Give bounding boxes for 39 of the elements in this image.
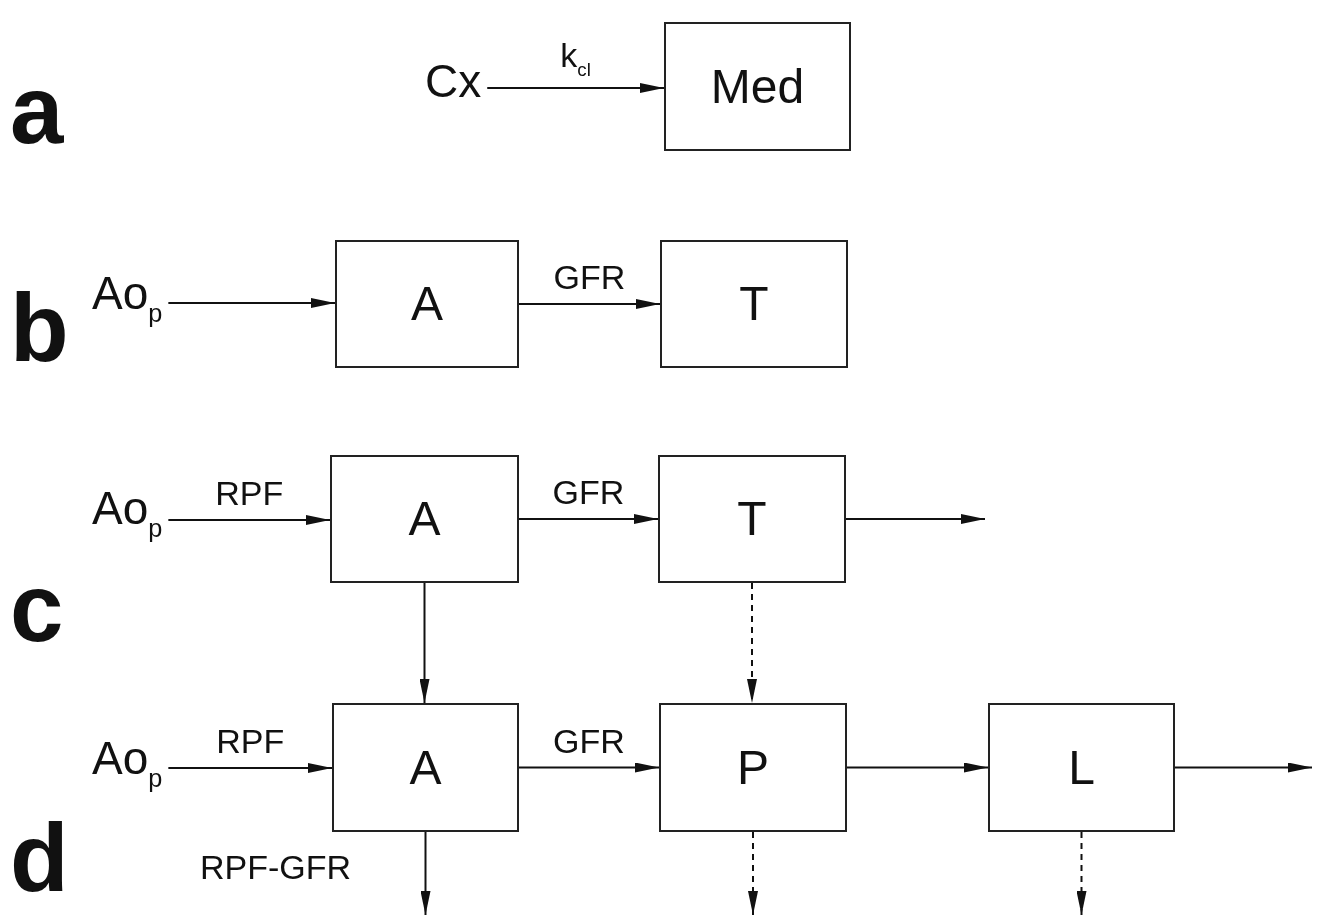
box-label: T: [739, 280, 769, 328]
process-box: [988, 703, 1175, 832]
panel-letter: a: [10, 62, 64, 158]
node-label: Cx: [425, 58, 482, 104]
arrow: [167, 515, 331, 525]
arrow: [846, 762, 989, 773]
arrow: [518, 514, 659, 524]
process-box: [335, 240, 519, 368]
arrow: [518, 299, 661, 309]
process-box: [658, 455, 846, 583]
arrow: [486, 83, 665, 93]
node-label: Ao$_{p}$: [92, 485, 163, 541]
node-label: Ao$_{p}$: [92, 270, 163, 326]
arrow: [518, 762, 660, 773]
box-label: T: [737, 495, 767, 543]
box-label: A: [409, 743, 442, 792]
arrow: [1174, 762, 1313, 773]
arrow: [748, 831, 758, 916]
panel-letter: c: [10, 560, 64, 656]
arrow: [419, 582, 430, 704]
box-label: P: [737, 743, 769, 792]
box-label: A: [408, 495, 441, 543]
process-box: [332, 703, 519, 832]
arrow: [747, 582, 757, 704]
box-label: L: [1068, 743, 1095, 792]
box-label: Med: [710, 62, 805, 111]
node-label: Ao$_{p}$: [92, 735, 163, 791]
process-box: [664, 22, 851, 151]
arrow: [845, 514, 986, 524]
panel-letter: d: [10, 810, 69, 906]
arrow: [167, 298, 336, 308]
process-box: [660, 240, 848, 368]
arrow: [167, 763, 333, 773]
box-label: A: [411, 280, 443, 328]
process-box: [659, 703, 847, 832]
arrow: [1076, 831, 1087, 916]
process-box: [330, 455, 519, 583]
arrow: [420, 831, 431, 916]
panel-letter: b: [10, 280, 69, 376]
